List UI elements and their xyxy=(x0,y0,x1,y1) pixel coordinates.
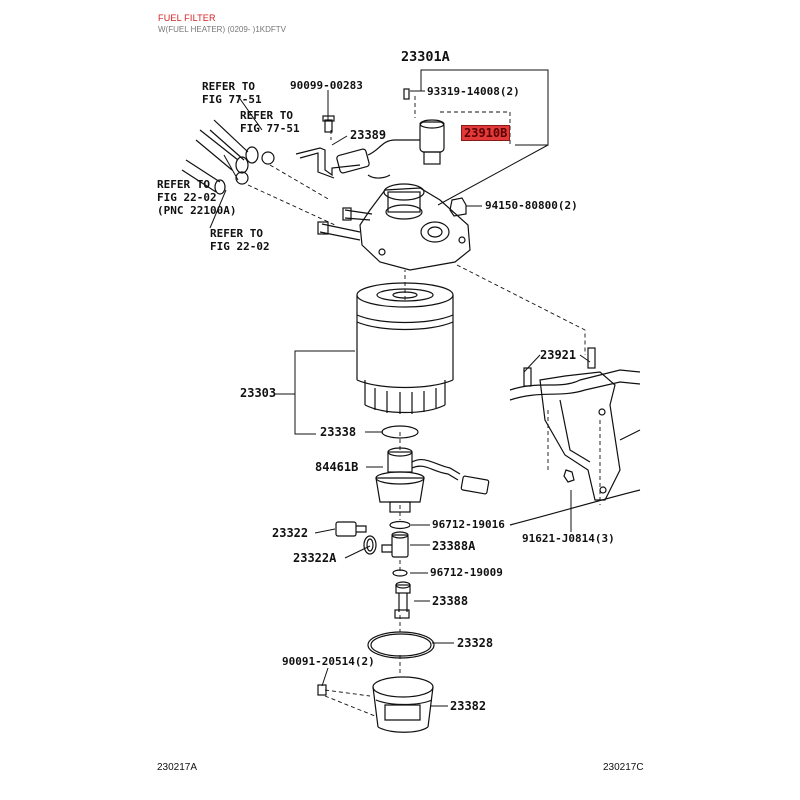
part-94150-80800[interactable]: 94150-80800(2) xyxy=(485,199,578,212)
gasket-23328 xyxy=(367,631,435,659)
diagram-subtitle: W(FUEL HEATER) (0209- )1KDFTV xyxy=(158,25,287,34)
drain-plug xyxy=(335,521,377,555)
diagram-title: FUEL FILTER xyxy=(158,13,216,23)
refer-fig-77-51-a: REFER TO FIG 77-51 xyxy=(202,80,262,106)
part-23338[interactable]: 23338 xyxy=(320,425,357,439)
part-23388a[interactable]: 23388A xyxy=(432,539,476,553)
part-23389[interactable]: 23389 xyxy=(350,128,387,142)
part-23322[interactable]: 23322 xyxy=(272,526,309,540)
o-ring-96712b xyxy=(392,569,408,577)
part-84461b[interactable]: 84461B xyxy=(315,460,359,474)
part-23303[interactable]: 23303 xyxy=(240,386,277,400)
part-96712-19016[interactable]: 96712-19016 xyxy=(432,518,505,531)
o-ring-96712a xyxy=(389,520,411,530)
part-23910b-highlighted[interactable]: 23910B xyxy=(460,125,511,141)
figure-code-right: 230217C xyxy=(603,762,644,773)
highlighted-part-label[interactable]: 23910B xyxy=(460,125,511,141)
refer-fig-77-51-b: REFER TO FIG 77-51 xyxy=(240,109,300,135)
leader-lines xyxy=(209,69,591,707)
part-23328[interactable]: 23328 xyxy=(457,636,494,650)
part-23388[interactable]: 23388 xyxy=(432,594,469,608)
refer-fig-22-02-b: REFER TO FIG 22-02 xyxy=(210,227,270,253)
figure-code-left: 230217A xyxy=(157,762,198,773)
part-23921[interactable]: 23921 xyxy=(540,348,577,362)
part-23382[interactable]: 23382 xyxy=(450,699,487,713)
mount-bracket-23921 xyxy=(509,347,641,526)
part-23301a[interactable]: 23301A xyxy=(401,49,450,65)
refer-fig-22-02-a: REFER TO FIG 22-02 (PNC 22100A) xyxy=(157,178,237,217)
part-90099-00283[interactable]: 90099-00283 xyxy=(290,79,363,92)
part-91621-j0814[interactable]: 91621-J0814(3) xyxy=(522,532,615,545)
part-23322a[interactable]: 23322A xyxy=(293,551,337,565)
filter-head xyxy=(295,88,471,271)
o-ring-23338 xyxy=(381,425,419,439)
part-90091-20514[interactable]: 90091-20514(2) xyxy=(282,655,375,668)
bolt-23388 xyxy=(394,581,411,619)
fitting-23388a xyxy=(381,531,409,558)
filter-element xyxy=(356,282,454,414)
part-93319-14008[interactable]: 93319-14008(2) xyxy=(427,85,520,98)
water-sensor xyxy=(375,447,490,513)
hoses xyxy=(181,119,275,195)
bracket-23382 xyxy=(317,676,434,733)
part-96712-19009[interactable]: 96712-19009 xyxy=(430,566,503,579)
